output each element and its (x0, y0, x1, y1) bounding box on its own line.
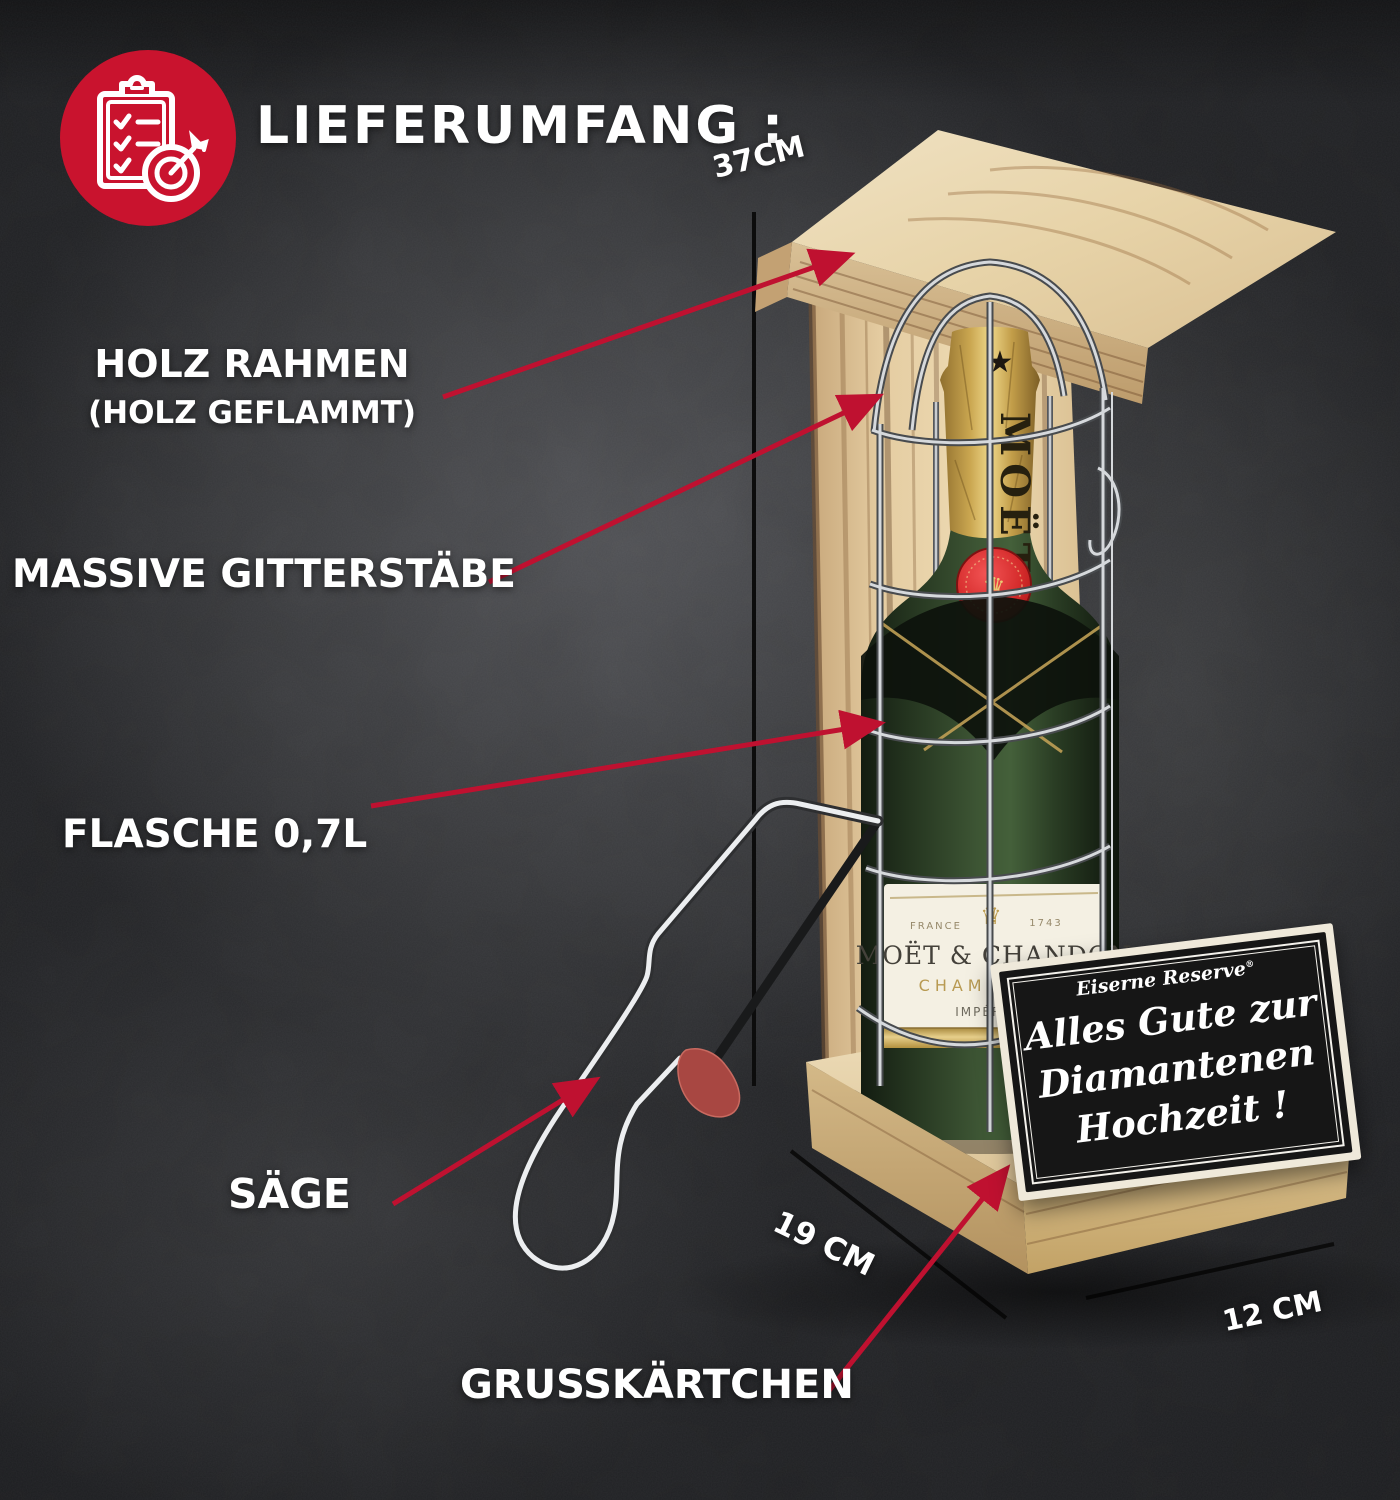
gold-ribbons (879, 620, 1105, 754)
page-title: LIEFERUMFANG : (256, 96, 786, 156)
target-dart-icon (142, 130, 209, 202)
icon-circle (60, 50, 236, 226)
bottle-arrow (370, 709, 886, 809)
annotation-holz-rahmen: HOLZ RAHMEN (HOLZ GEFLAMMT) (62, 342, 442, 431)
annotation-flasche: FLASCHE 0,7L (62, 812, 368, 857)
frame-label-line2: (HOLZ GEFLAMMT) (87, 395, 417, 431)
greeting-card: Eiserne Reserve® Alles Gute zur Diamante… (990, 922, 1362, 1202)
registered-mark: ® (1244, 959, 1255, 971)
delivery-contents-icon (60, 50, 236, 226)
frame-arrow (442, 248, 856, 400)
frame-label-line1: HOLZ RAHMEN (94, 342, 410, 386)
bottle-saw (509, 796, 884, 1274)
annotation-grusskaertchen: GRUSSKÄRTCHEN (460, 1362, 854, 1408)
card-arrow (825, 1164, 1011, 1395)
annotation-arrows (370, 248, 1011, 1395)
label-origin: FRANCE (910, 921, 962, 932)
label-year: 1743 (1029, 918, 1062, 929)
saw-grip (677, 1048, 741, 1118)
bars-arrow (487, 393, 885, 585)
saw-arrow (391, 1076, 601, 1207)
greeting-card-board: Eiserne Reserve® Alles Gute zur Diamante… (998, 931, 1353, 1193)
clipboard-checklist-icon (97, 75, 175, 189)
annotation-gitterstaebe: MASSIVE GITTERSTÄBE (12, 552, 516, 597)
annotation-saege: SÄGE (228, 1170, 351, 1218)
